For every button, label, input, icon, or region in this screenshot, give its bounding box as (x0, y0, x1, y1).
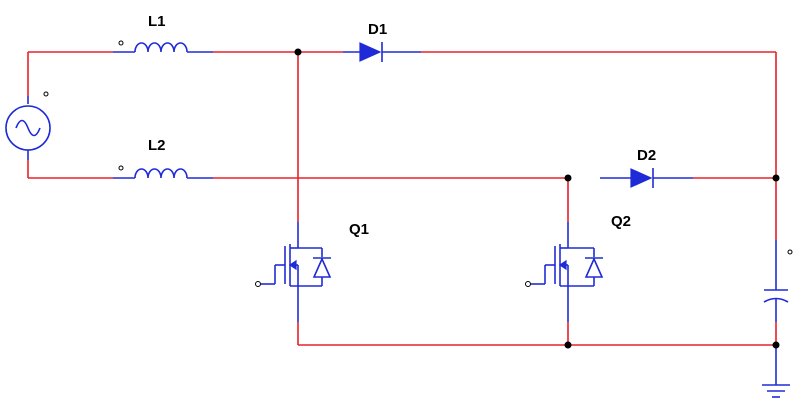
diode-d2[interactable] (600, 168, 693, 188)
capacitor[interactable] (763, 240, 793, 322)
inductor-l2-label: L2 (148, 137, 166, 154)
junction-dot (564, 174, 572, 182)
diode-d1[interactable] (343, 42, 421, 62)
ground-icon (762, 345, 790, 398)
inductor-l2[interactable] (113, 165, 213, 179)
wires (27, 51, 777, 346)
junction-dot (294, 48, 302, 56)
mosfet-q1[interactable] (255, 222, 332, 322)
mosfet-q1-label: Q1 (349, 221, 369, 238)
junction-dot (772, 341, 780, 349)
diode-d2-label: D2 (637, 147, 656, 164)
mosfet-q2[interactable] (525, 222, 604, 322)
junction-dots (294, 48, 780, 349)
junction-dot (564, 341, 572, 349)
diode-d1-label: D1 (368, 21, 387, 38)
junction-dot (772, 174, 780, 182)
inductor-l1-label: L1 (148, 13, 166, 30)
inductor-l1[interactable] (113, 40, 213, 53)
ac-source-icon[interactable] (5, 91, 51, 160)
mosfet-q2-label: Q2 (611, 213, 631, 230)
